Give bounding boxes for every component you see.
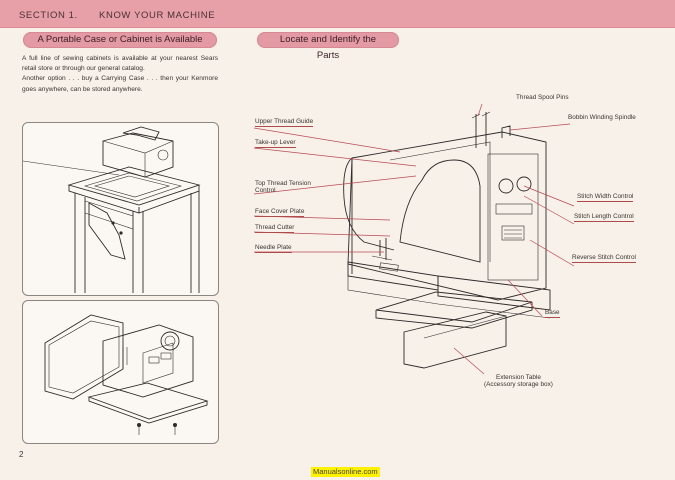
parts-diagram [253,103,575,375]
label-top-thread-tension-control: Top Thread Tension Control [255,180,311,195]
cabinet-illustration [22,126,201,293]
intro-paragraph-1: A full line of sewing cabinets is availa… [22,55,218,73]
label-extension-table: Extension Table (Accessory storage box) [484,374,553,389]
label-stitch-width-control: Stitch Width Control [577,193,634,203]
carrying-case-illustration [44,314,209,435]
label-stitch-length-control: Stitch Length Control [574,213,634,223]
label-upper-thread-guide: Upper Thread Guide [255,118,314,128]
intro-paragraph-2: Another option . . . buy a Carrying Case… [22,75,218,93]
label-thread-spool-pins: Thread Spool Pins [516,94,569,101]
label-reverse-stitch-control: Reverse Stitch Control [572,254,636,264]
label-thread-cutter: Thread Cutter [255,224,295,234]
section-title: SECTION 1. KNOW YOUR MACHINE [19,10,215,21]
section-number: SECTION 1. [19,10,78,21]
machine-body [347,131,547,301]
cabinet-illustration-panel [22,122,219,296]
section-header-bar [0,0,675,28]
label-base: Base [545,309,560,319]
label-needle-plate: Needle Plate [255,244,292,254]
watermark: Manualsonline.com [311,467,380,477]
parts-heading: Locate and Identify the Parts [257,32,399,61]
intro-text: A full line of sewing cabinets is availa… [22,54,218,95]
section-name: KNOW YOUR MACHINE [99,10,216,21]
label-take-up-lever: Take-up Lever [255,139,296,149]
carrying-case-illustration-panel [22,300,219,444]
cabinet-heading: A Portable Case or Cabinet is Available [23,32,217,48]
label-bobbin-winding-spindle: Bobbin Winding Spindle [568,114,636,121]
label-face-cover-plate: Face Cover Plate [255,208,305,218]
page-number: 2 [19,450,24,459]
